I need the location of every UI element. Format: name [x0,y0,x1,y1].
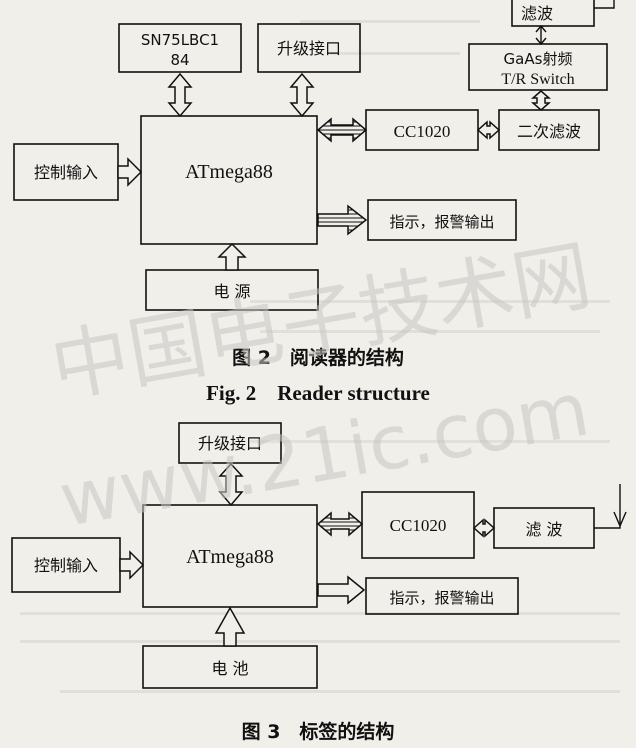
upgrade-port-label: 升级接口 [277,39,341,58]
background-text [20,20,620,693]
sn75lbc184-label-line1: SN75LBC1 [141,31,219,49]
arrow-sn75-mcu [167,72,193,118]
indicator-alarm-box-reader: 指示，报警输出 [367,199,517,241]
gaas-switch-label-line1: GaAs射频 [504,50,573,68]
control-input-box-reader: 控制输入 [13,143,119,201]
filter-label-tag: 滤 波 [525,520,562,539]
gaas-tr-switch-box: GaAs射频 T/R Switch [468,43,608,91]
figure-2-caption-en: Fig. 2 Reader structure [206,381,430,405]
filter-top-label: 滤波 [521,4,553,23]
indicator-alarm-label-reader: 指示，报警输出 [389,213,494,231]
figure-3-caption-cn: 图 3 标签的结构 [242,720,395,743]
upgrade-port-box: 升级接口 [257,23,361,73]
cc1020-box-tag: CC1020 [361,491,475,559]
control-input-label-reader: 控制输入 [34,163,98,182]
arrow-mcu-indicator-reader [317,204,368,236]
indicator-alarm-label-tag: 指示，报警输出 [389,589,494,607]
upgrade-port-box-tag: 升级接口 [178,422,282,464]
mcu-label-reader: ATmega88 [185,161,273,183]
cc1020-box-reader: CC1020 [365,109,479,151]
filter-top-box: 滤波 [511,0,615,27]
battery-label: 电 池 [211,659,248,678]
sn75lbc184-box: SN75LBC1 84 [118,23,242,73]
mcu-label-tag: ATmega88 [186,546,274,568]
arrow-gaas-filter [531,90,551,111]
secondary-filter-label: 二次滤波 [517,122,581,141]
mcu-box-reader: ATmega88 [140,115,318,245]
battery-box: 电 池 [142,645,318,689]
figure-3-tag-structure: 升级接口 ATmega88 控制输入 CC1020 滤 波 指示，报警输出 电 … [11,422,627,743]
arrow-control-mcu-reader [117,157,143,187]
figure-2-caption-cn: 图 2 阅读器的结构 [232,346,404,369]
gaas-switch-label-line2: T/R Switch [501,71,574,88]
upgrade-port-label-tag: 升级接口 [198,434,262,453]
secondary-filter-box: 二次滤波 [498,109,600,151]
arrow-control-mcu-tag [119,550,145,580]
control-input-label-tag: 控制输入 [34,556,98,575]
arrow-battery-mcu [214,606,246,647]
indicator-alarm-box-tag: 指示，报警输出 [365,577,519,615]
arrow-cc1020-filter-reader [476,120,501,140]
arrow-cc1020-filter-tag [472,518,496,538]
filter-box-tag: 滤 波 [493,484,627,549]
arrow-mcu-cc1020-tag [316,511,364,537]
cc1020-label-tag: CC1020 [390,516,447,535]
figure-2-reader-structure: SN75LBC1 84 升级接口 滤波 GaAs射频 T/R Switch AT… [13,0,615,405]
power-label: 电 源 [213,282,250,301]
arrow-mcu-indicator-tag [317,575,366,605]
sn75lbc184-label-line2: 84 [170,51,189,69]
arrow-power-mcu [217,242,247,271]
arrow-mcu-cc1020-reader [316,117,368,143]
control-input-box-tag: 控制输入 [11,537,121,593]
arrow-filter-top-gaas [535,24,547,46]
cc1020-label-reader: CC1020 [394,122,451,141]
arrow-upgrade-mcu-reader [289,72,315,118]
arrow-upgrade-mcu-tag [218,462,244,507]
